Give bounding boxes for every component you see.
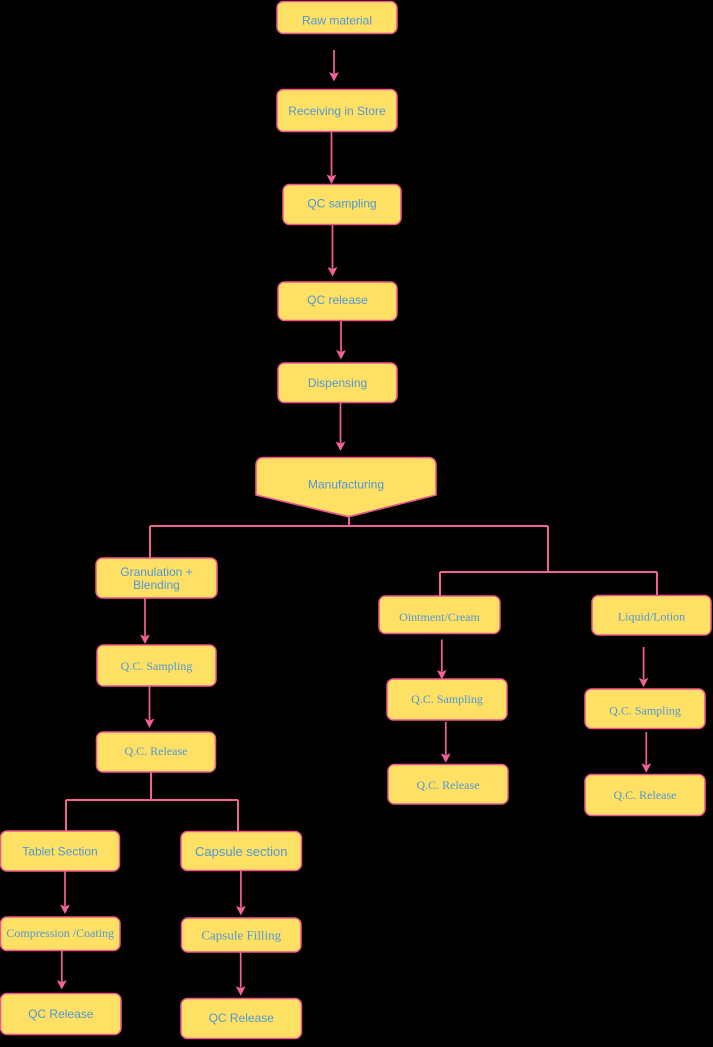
svg-text:QC Release: QC Release <box>209 1011 275 1025</box>
svg-text:Receiving in Store: Receiving in Store <box>288 104 386 118</box>
svg-text:QC release: QC release <box>307 293 368 307</box>
svg-text:Ointment/Cream: Ointment/Cream <box>399 610 480 624</box>
svg-text:Q.C. Release: Q.C. Release <box>125 744 188 758</box>
svg-text:QC sampling: QC sampling <box>307 197 376 211</box>
svg-text:Granulation +: Granulation + <box>120 565 192 579</box>
svg-text:Liquid/Lotion: Liquid/Lotion <box>618 609 685 623</box>
svg-text:Manufacturing: Manufacturing <box>308 478 384 492</box>
svg-text:Blending: Blending <box>133 578 180 592</box>
svg-text:Capsule Filling: Capsule Filling <box>201 927 281 942</box>
svg-text:Q.C. Sampling: Q.C. Sampling <box>411 692 483 706</box>
svg-text:Q.C. Sampling: Q.C. Sampling <box>609 704 681 718</box>
svg-text:Q.C. Release: Q.C. Release <box>417 778 480 792</box>
svg-text:QC Release: QC Release <box>28 1007 94 1021</box>
svg-text:Q.C. Release: Q.C. Release <box>614 788 677 802</box>
svg-text:Tablet Section: Tablet Section <box>22 844 97 858</box>
svg-text:Compression /Coating: Compression /Coating <box>6 926 114 940</box>
svg-text:Raw material: Raw material <box>302 14 372 28</box>
svg-text:Dispensing: Dispensing <box>308 376 367 390</box>
svg-text:Q.C. Sampling: Q.C. Sampling <box>121 659 193 673</box>
svg-text:Capsule section: Capsule section <box>195 844 288 859</box>
